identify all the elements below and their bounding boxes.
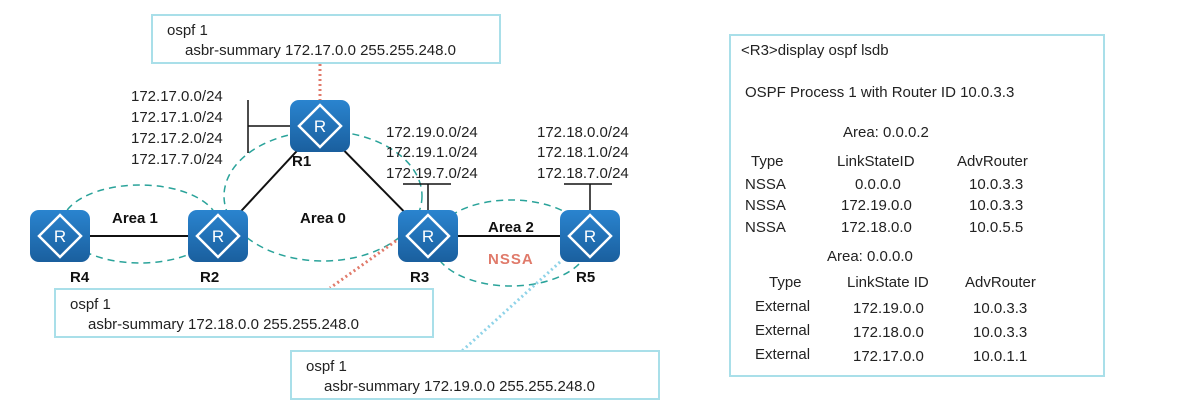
prefix-r3-0: 172.19.0.0/24 <box>386 124 478 141</box>
callout-r5: ospf 1 asbr-summary 172.19.0.0 255.255.2… <box>290 350 660 400</box>
router-icon-r4[interactable] <box>28 208 92 264</box>
lsdb-area-b-r2-id: 172.17.0.0 <box>853 348 924 365</box>
router-label-r5: R5 <box>576 269 595 286</box>
lsdb-area-b-r1-adv: 10.0.3.3 <box>973 324 1028 341</box>
nssa-label: NSSA <box>488 251 534 268</box>
router-icon-r2[interactable] <box>186 208 250 264</box>
router-icon-r1[interactable] <box>288 98 352 154</box>
lsdb-area-b-r0-type: External <box>755 298 811 315</box>
lsdb-area-b-r2-adv: 10.0.1.1 <box>973 348 1028 365</box>
prefix-r5-2: 172.18.7.0/24 <box>537 165 629 182</box>
router-icon-r3[interactable] <box>396 208 460 264</box>
lsdb-area-b-h-adv: AdvRouter <box>965 274 1036 291</box>
lsdb-area-a-r2-type: NSSA <box>745 219 786 236</box>
area0-label: Area 0 <box>300 210 346 227</box>
callout-r1: ospf 1 asbr-summary 172.17.0.0 255.255.2… <box>151 14 501 64</box>
prefix-r5-0: 172.18.0.0/24 <box>537 124 629 141</box>
callout-r3: ospf 1 asbr-summary 172.18.0.0 255.255.2… <box>54 288 434 338</box>
callout-r5-line1: ospf 1 <box>306 358 347 375</box>
callout-r3-line2: asbr-summary 172.18.0.0 255.255.248.0 <box>88 316 360 333</box>
prefix-r1-2: 172.17.2.0/24 <box>131 130 223 147</box>
lsdb-area-a-r0-id: 0.0.0.0 <box>855 176 901 193</box>
callout-r5-line2: asbr-summary 172.19.0.0 255.255.248.0 <box>324 378 596 395</box>
callout-r1-line1: ospf 1 <box>167 22 208 39</box>
lsdb-area-a-r1-id: 172.19.0.0 <box>841 197 912 214</box>
lsdb-area-a-h-id: LinkStateID <box>837 153 915 170</box>
router-label-r4: R4 <box>70 269 90 286</box>
prefix-r1-3: 172.17.7.0/24 <box>131 151 223 168</box>
lsdb-area-b-title: Area: 0.0.0.0 <box>827 248 913 265</box>
lsdb-area-a-h-type: Type <box>751 153 784 170</box>
lsdb-area-b-r0-id: 172.19.0.0 <box>853 300 924 317</box>
router-label-r1: R1 <box>292 153 311 170</box>
lsdb-area-a-title: Area: 0.0.0.2 <box>843 124 929 141</box>
area1-label: Area 1 <box>112 210 158 227</box>
lsdb-area-b-r1-id: 172.18.0.0 <box>853 324 924 341</box>
lsdb-area-a-r2-adv: 10.0.5.5 <box>969 219 1024 236</box>
lsdb-area-b-r1-type: External <box>755 322 811 339</box>
lsdb-process: OSPF Process 1 with Router ID 10.0.3.3 <box>745 84 1015 101</box>
lsdb-area-a-r0-type: NSSA <box>745 176 786 193</box>
lsdb-area-a-h-adv: AdvRouter <box>957 153 1028 170</box>
lsdb-area-b-h-type: Type <box>769 274 802 291</box>
lsdb-area-a-r1-adv: 10.0.3.3 <box>969 197 1024 214</box>
router-label-r3: R3 <box>410 269 429 286</box>
router-label-r2: R2 <box>200 269 219 286</box>
lsdb-command: <R3>display ospf lsdb <box>741 42 889 59</box>
connector-r3-callout <box>329 236 401 290</box>
lsdb-area-b-r2-type: External <box>755 346 811 363</box>
lsdb-area-b-r0-adv: 10.0.3.3 <box>973 300 1028 317</box>
prefix-r1-0: 172.17.0.0/24 <box>131 88 223 105</box>
prefix-r1-1: 172.17.1.0/24 <box>131 109 223 126</box>
router-icon-r5[interactable] <box>558 208 622 264</box>
lsdb-area-a-r0-adv: 10.0.3.3 <box>969 176 1024 193</box>
prefix-r3-2: 172.19.7.0/24 <box>386 165 478 182</box>
prefix-r3-1: 172.19.1.0/24 <box>386 144 478 161</box>
prefix-r5-1: 172.18.1.0/24 <box>537 144 629 161</box>
connector-r5-callout <box>460 260 562 353</box>
callout-r1-line2: asbr-summary 172.17.0.0 255.255.248.0 <box>185 42 457 59</box>
area2-label: Area 2 <box>488 219 534 236</box>
lsdb-area-b-h-id: LinkState ID <box>847 274 929 291</box>
callout-r3-line1: ospf 1 <box>70 296 111 313</box>
lsdb-area-a-r1-type: NSSA <box>745 197 786 214</box>
lsdb-panel: <R3>display ospf lsdb OSPF Process 1 wit… <box>729 34 1105 377</box>
lsdb-area-a-r2-id: 172.18.0.0 <box>841 219 912 236</box>
